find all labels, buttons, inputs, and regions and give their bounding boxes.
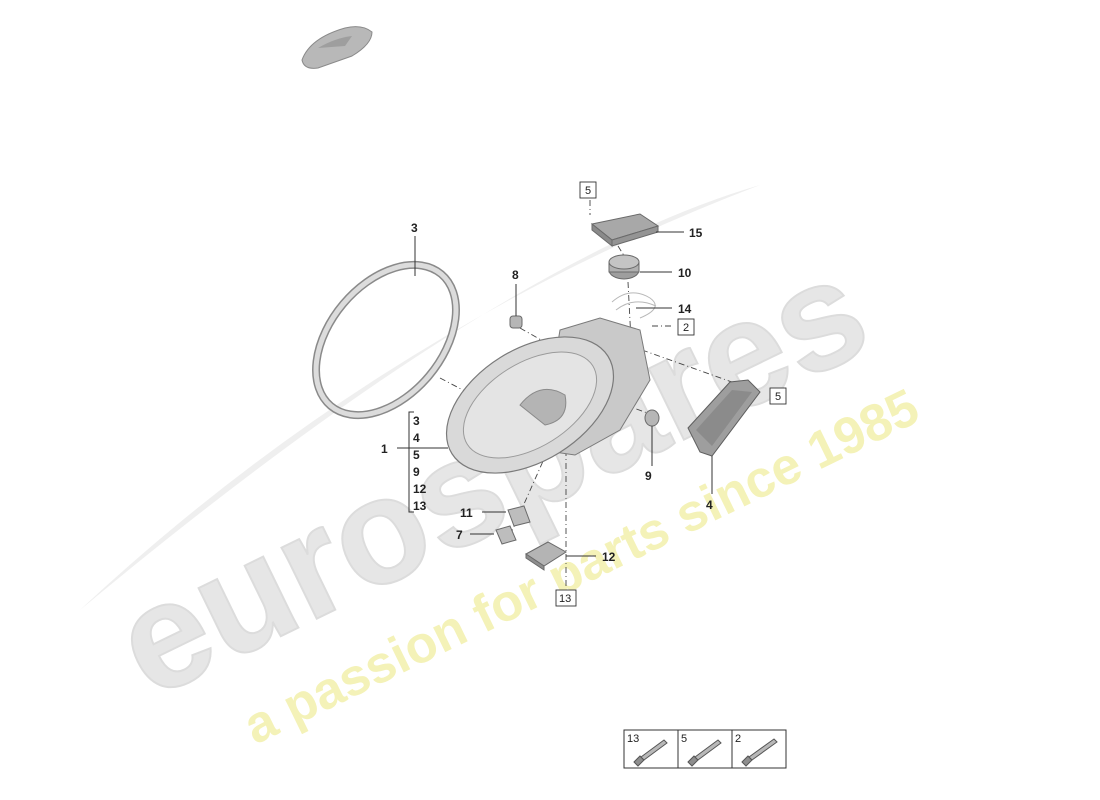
bulb-socket-11 (507, 505, 531, 527)
callout-1: 1 (381, 442, 388, 456)
group-item-3: 3 (413, 414, 420, 428)
boxed-refs: 5 2 5 13 (555, 181, 787, 607)
legend-number-5: 5 (681, 733, 687, 745)
leader-lines (397, 231, 713, 557)
callout-10: 10 (678, 266, 692, 280)
bulb-cap (608, 254, 640, 280)
boxed-ref-top-5: 5 (585, 185, 591, 197)
legend-number-2: 2 (735, 733, 741, 745)
callout-3: 3 (411, 221, 418, 235)
wiring-harness (611, 292, 657, 319)
bulb-socket-7 (495, 525, 517, 545)
car-thumbnail-icon (301, 26, 373, 69)
callout-4: 4 (706, 498, 713, 512)
headlight-trim-ring (312, 260, 460, 420)
callout-11: 11 (460, 506, 473, 520)
led-module (525, 541, 567, 571)
air-grille (687, 379, 761, 457)
group-item-12: 12 (413, 482, 427, 496)
group-item-5: 5 (413, 448, 420, 462)
screw-icon (687, 739, 722, 767)
callout-12: 12 (602, 550, 616, 564)
fastener-legend: 13 5 2 (623, 729, 787, 769)
callout-8: 8 (512, 268, 519, 282)
callout-7: 7 (456, 528, 463, 542)
small-bulb-8 (509, 315, 523, 329)
assembly-group: 3 4 5 9 12 13 (408, 411, 427, 513)
legend-number-13: 13 (627, 733, 639, 745)
callout-9: 9 (645, 469, 652, 483)
screw-icon (741, 738, 778, 767)
small-bulb-9 (644, 409, 660, 427)
group-item-9: 9 (413, 465, 420, 479)
group-item-13: 13 (413, 499, 427, 513)
boxed-ref-right-5: 5 (775, 391, 781, 403)
control-unit (590, 213, 660, 248)
screw-icon (633, 739, 668, 767)
callout-15: 15 (689, 226, 703, 240)
boxed-ref-right-2: 2 (683, 322, 689, 334)
callout-14: 14 (678, 302, 692, 316)
boxed-ref-bottom-13: 13 (559, 593, 571, 605)
headlight-assembly (445, 317, 651, 474)
group-item-4: 4 (413, 431, 420, 445)
part-callouts: 1 3 4 7 8 9 10 11 12 14 15 (381, 221, 713, 564)
